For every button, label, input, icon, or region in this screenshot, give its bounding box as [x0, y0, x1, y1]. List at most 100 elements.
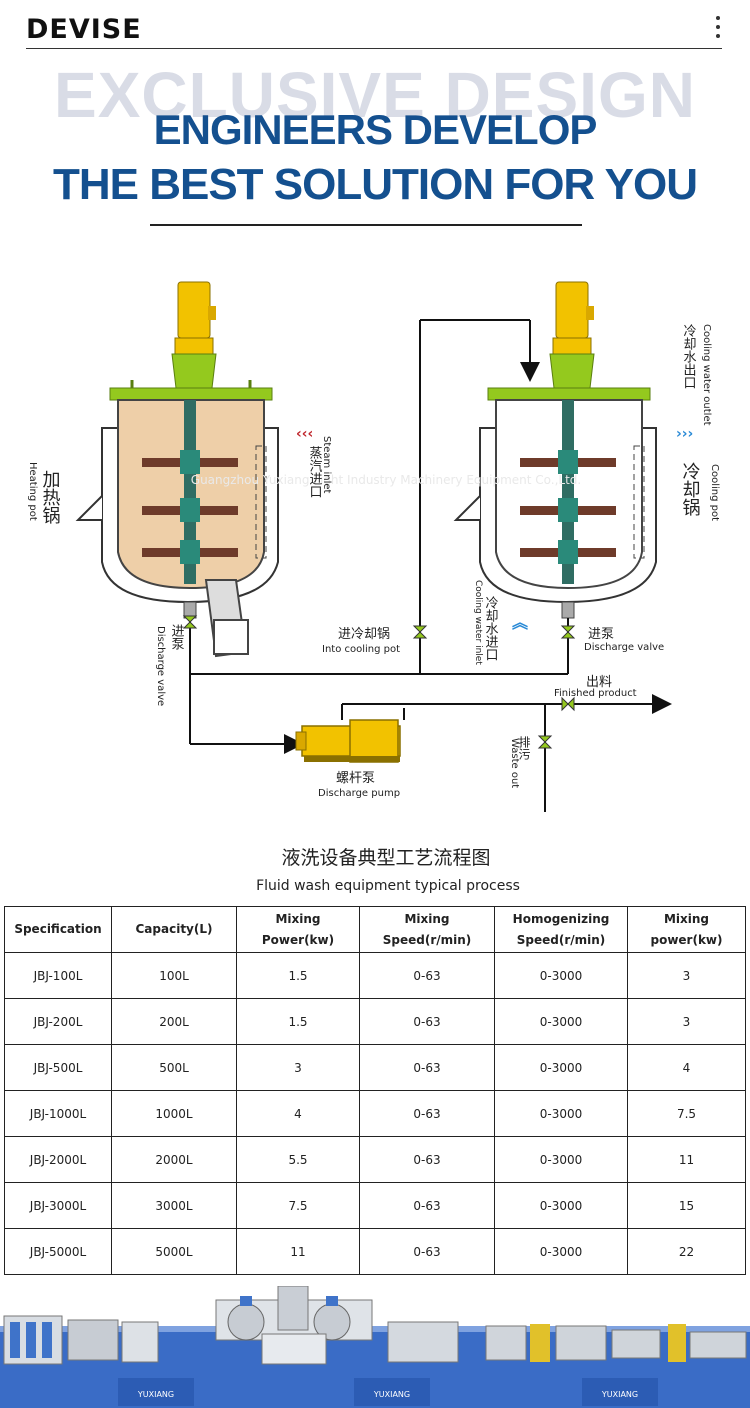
table-cell: 0-63: [359, 952, 495, 999]
table-cell: 3: [627, 998, 746, 1045]
diagram-caption-en: Fluid wash equipment typical process: [256, 878, 520, 894]
table-cell: JBJ-1000L: [4, 1090, 112, 1137]
piping: [189, 319, 672, 812]
table-cell: JBJ-200L: [4, 998, 112, 1045]
table-cell: 11: [627, 1136, 746, 1183]
table-cell: 100L: [111, 952, 237, 999]
pump-in-label-cn: 进泵: [169, 624, 185, 650]
into-cooling-label-en: Into cooling pot: [322, 644, 400, 655]
into-cooling-label-cn: 进冷却锅: [338, 626, 390, 642]
table-cell: 0-63: [359, 1228, 495, 1275]
table-cell: JBJ-3000L: [4, 1182, 112, 1229]
table-cell: 0-63: [359, 1182, 495, 1229]
cooling-pot-label-cn: 冷却锅: [680, 462, 701, 517]
mixer-platform: [215, 1286, 373, 1365]
col-header-capacity: Capacity(L): [111, 906, 237, 953]
table-cell: 0-3000: [494, 998, 628, 1045]
filter-unit: [3, 1315, 119, 1365]
table-cell: 1.5: [236, 952, 360, 999]
table-cell: 0-3000: [494, 1182, 628, 1229]
table-cell: 3: [627, 952, 746, 999]
table-row: JBJ-500L 500L 3 0-63 0-3000 4: [4, 1044, 746, 1091]
table-cell: 0-3000: [494, 1136, 628, 1183]
col-header-specification: Specification: [4, 906, 112, 953]
table-cell: 2000L: [111, 1136, 237, 1183]
diagram-watermark: Guangzhou Yuxiang Light Industry Machine…: [191, 473, 581, 487]
cooling-inlet-label-en: Cooling water inlet: [473, 580, 483, 665]
svg-text:︽: ︽: [512, 613, 528, 632]
pump-label-cn: 螺杆泵: [336, 771, 375, 786]
table-cell: 4: [627, 1044, 746, 1091]
process-diagram: ‹‹‹ ››› ︽: [27, 281, 720, 894]
waste-label-en: Waste out: [509, 738, 520, 788]
table-cell: 0-3000: [494, 1228, 628, 1275]
table-cell: 7.5: [627, 1090, 746, 1137]
cooling-pot: ››› ︽: [453, 281, 693, 632]
table-cell: 0-3000: [494, 1044, 628, 1091]
table-cell: 1000L: [111, 1090, 237, 1137]
table-cell: JBJ-5000L: [4, 1228, 112, 1275]
brand-logo[interactable]: DEVISE: [26, 14, 142, 45]
svg-text:›››: ›››: [676, 426, 693, 442]
table-cell: 11: [236, 1228, 360, 1275]
table-cell: 15: [627, 1182, 746, 1229]
table-row: JBJ-200L 200L 1.5 0-63 0-3000 3: [4, 998, 746, 1045]
valves: [182, 615, 576, 749]
svg-text:YUXIANG: YUXIANG: [601, 1390, 638, 1399]
table-cell: 0-63: [359, 1090, 495, 1137]
discharge-valve-left-label: Discharge valve: [155, 626, 166, 706]
table-cell: JBJ-100L: [4, 952, 112, 999]
pump-label-en: Discharge pump: [318, 788, 400, 799]
table-cell: 3000L: [111, 1182, 237, 1229]
table-cell: 0-63: [359, 998, 495, 1045]
table-row: JBJ-1000L 1000L 4 0-63 0-3000 7.5: [4, 1090, 746, 1137]
title-divider: [150, 224, 582, 226]
more-vertical-icon[interactable]: [708, 16, 728, 42]
pump-in-right-label-cn: 进泵: [588, 627, 614, 642]
cooling-inlet-label-cn: 冷却水进口: [483, 596, 499, 661]
table-cell: 500L: [111, 1044, 237, 1091]
table-row: JBJ-5000L 5000L 11 0-63 0-3000 22: [4, 1228, 746, 1275]
table-cell: 22: [627, 1228, 746, 1275]
production-line-image: YUXIANG YUXIANG YUXIANG: [0, 1286, 750, 1408]
header-divider: [26, 48, 722, 49]
cooling-outlet-label-en: Cooling water outlet: [701, 324, 712, 426]
table-cell: 0-3000: [494, 952, 628, 999]
table-cell: 0-63: [359, 1136, 495, 1183]
table-cell: JBJ-2000L: [4, 1136, 112, 1183]
table-cell: 7.5: [236, 1182, 360, 1229]
table-cell: 3: [236, 1044, 360, 1091]
svg-text:YUXIANG: YUXIANG: [137, 1390, 174, 1399]
table-cell: 5000L: [111, 1228, 237, 1275]
floor-logo: YUXIANG YUXIANG YUXIANG: [118, 1378, 658, 1406]
finished-product-label-en: Finished product: [554, 688, 637, 699]
diagram-caption-cn: 液洗设备典型工艺流程图: [281, 847, 490, 869]
table-cell: 200L: [111, 998, 237, 1045]
discharge-valve-right-label: Discharge valve: [584, 642, 664, 653]
table-cell: JBJ-500L: [4, 1044, 112, 1091]
table-row: JBJ-3000L 3000L 7.5 0-63 0-3000 15: [4, 1182, 746, 1229]
heating-pot-label-cn: 加热锅: [40, 470, 61, 525]
steam-inlet-label-cn: 蒸汽进口: [307, 446, 323, 498]
table-row: JBJ-2000L 2000L 5.5 0-63 0-3000 11: [4, 1136, 746, 1183]
svg-text:YUXIANG: YUXIANG: [373, 1390, 410, 1399]
top-header: DEVISE: [0, 0, 750, 60]
table-cell: 0-63: [359, 1044, 495, 1091]
background-title: EXCLUSIVE DESIGN: [54, 59, 696, 131]
waste-label-cn: 排污: [517, 736, 531, 760]
steam-inlet-label-en: Steam inlet: [321, 436, 332, 494]
table-cell: 5.5: [236, 1136, 360, 1183]
svg-text:‹‹‹: ‹‹‹: [296, 426, 313, 442]
heating-pot-label-en: Heating pot: [27, 462, 38, 521]
cooling-outlet-label-cn: 冷却水出口: [681, 324, 697, 389]
headline-line-1: ENGINEERS DEVELOP: [153, 106, 598, 153]
table-cell: 4: [236, 1090, 360, 1137]
cooling-pot-label-en: Cooling pot: [709, 464, 720, 521]
table-cell: 1.5: [236, 998, 360, 1045]
